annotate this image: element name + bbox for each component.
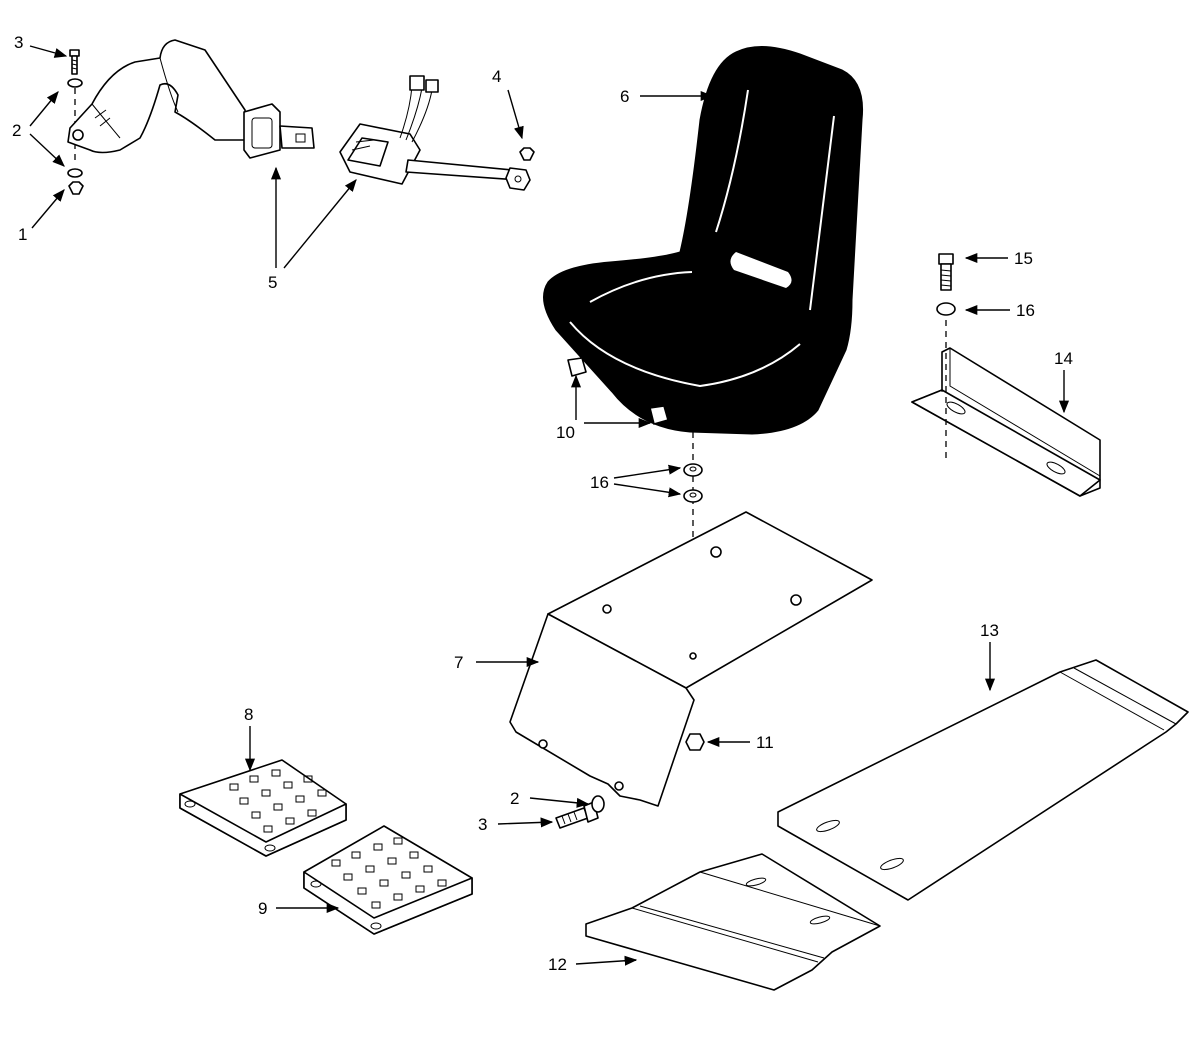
callout-7: 7 <box>454 653 463 672</box>
callout-2-upper: 2 <box>12 121 21 140</box>
callout-5: 5 <box>268 273 277 292</box>
nut-part-4 <box>519 147 535 161</box>
callout-16-seat: 16 <box>590 473 609 492</box>
washer-part-16-lower <box>683 489 703 503</box>
floor-plate-part-12 <box>585 853 881 991</box>
callout-11: 11 <box>756 733 774 752</box>
washer-part-2-upper <box>67 78 83 88</box>
seat-belt-left-strap <box>67 39 315 195</box>
callout-12: 12 <box>548 955 567 974</box>
callout-8: 8 <box>244 705 253 724</box>
callout-6: 6 <box>620 87 629 106</box>
seat-pan-part-7 <box>509 511 873 807</box>
angle-bracket-part-14 <box>911 347 1101 497</box>
callout-labels: 3 2 1 4 5 6 10 16 15 16 14 7 11 13 8 9 2… <box>12 33 1073 974</box>
belt-latch-plate <box>243 103 315 159</box>
mounting-stud-part-10 <box>567 357 669 425</box>
callout-2-lower: 2 <box>510 789 519 808</box>
callout-9: 9 <box>258 899 267 918</box>
nut-part-1 <box>68 181 84 195</box>
bolt-part-15 <box>938 253 954 291</box>
nut-part-11 <box>685 733 705 751</box>
bolt-part-3 <box>69 49 80 75</box>
callout-4: 4 <box>492 67 501 86</box>
seat-part-6 <box>543 45 864 435</box>
callout-16-bracket: 16 <box>1016 301 1035 320</box>
callout-14: 14 <box>1054 349 1073 368</box>
washer-part-16-right <box>936 302 956 316</box>
callout-10: 10 <box>556 423 575 442</box>
foot-plate-part-8 <box>179 759 347 857</box>
callout-3-upper: 3 <box>14 33 23 52</box>
washer-part-2-lower <box>67 168 83 178</box>
seat-belt-buckle <box>339 75 531 191</box>
washer-part-2-bolt <box>591 795 605 813</box>
callout-13: 13 <box>980 621 999 640</box>
callout-3-lower: 3 <box>478 815 487 834</box>
foot-plate-part-9 <box>303 825 473 935</box>
belt-webbing <box>67 39 249 154</box>
callout-leaders <box>29 45 1070 966</box>
callout-1: 1 <box>18 225 27 244</box>
floor-plate-part-13 <box>777 659 1189 901</box>
callout-15: 15 <box>1014 249 1033 268</box>
washer-part-16-upper <box>683 463 703 477</box>
